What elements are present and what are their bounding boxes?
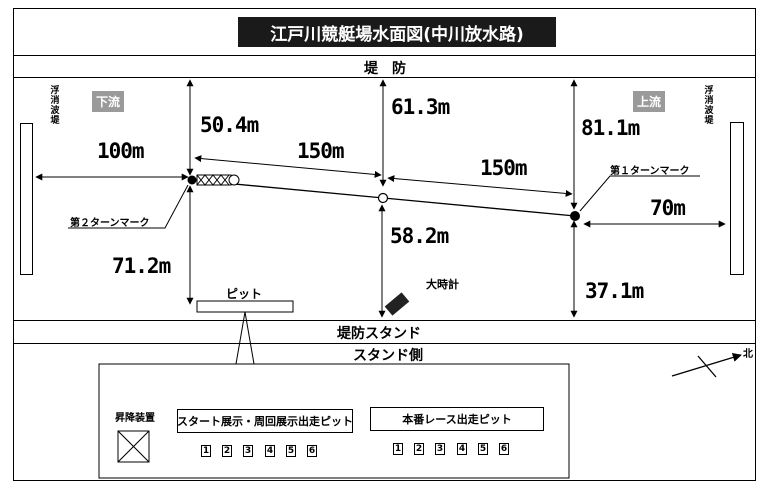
outer-frame bbox=[13, 8, 756, 481]
race-pit-label: 本番レース出走ピット bbox=[370, 407, 544, 431]
pit-label: ピット bbox=[226, 287, 263, 301]
practice-pit-number: 5 bbox=[286, 445, 296, 457]
practice-pit-number: 6 bbox=[307, 445, 317, 457]
buoy-right-bar bbox=[730, 122, 744, 275]
race-pit-number: 5 bbox=[478, 443, 488, 455]
stand-band-label: 堤防スタンド bbox=[337, 326, 421, 342]
buoy-left-label: 浮消波堤 bbox=[50, 86, 60, 126]
distance-mark2-to-embankment: 50.4m bbox=[200, 113, 259, 137]
arrow-mark2-to-center bbox=[194, 155, 382, 178]
buoy-left-bar bbox=[20, 123, 33, 275]
turn-mark-1-label: 第１ターンマーク bbox=[610, 166, 690, 177]
big-clock bbox=[384, 292, 410, 316]
embankment-band bbox=[13, 55, 756, 78]
stand-band bbox=[13, 320, 756, 344]
downstream-tag: 下流 bbox=[92, 91, 125, 112]
distance-center-to-embankment: 61.3m bbox=[391, 95, 450, 119]
stand-side-label: スタンド側 bbox=[353, 348, 423, 364]
embankment-label: 堤 防 bbox=[364, 61, 406, 77]
distance-mark2-to-center: 150m bbox=[297, 139, 345, 163]
distance-mark1-to-stand: 37.1m bbox=[585, 279, 644, 303]
turn-mark-1-leader bbox=[579, 175, 700, 212]
practice-pit-number: 2 bbox=[222, 445, 232, 457]
distance-mark1-to-embankment: 81.1m bbox=[581, 116, 640, 140]
race-pit-number: 1 bbox=[393, 443, 403, 455]
buoy-right-label: 浮消波堤 bbox=[704, 86, 714, 126]
distance-left-to-mark2: 100m bbox=[97, 139, 145, 163]
distance-center-to-stand: 58.2m bbox=[390, 224, 449, 248]
race-pit-number: 2 bbox=[414, 443, 424, 455]
north-label: 北 bbox=[743, 349, 753, 360]
practice-pit-number: 1 bbox=[201, 445, 211, 457]
map-title: 江戸川競艇場水面図(中川放水路) bbox=[238, 17, 556, 47]
turn-mark-1 bbox=[570, 211, 580, 221]
clock-label: 大時計 bbox=[426, 278, 459, 291]
race-pit-number: 4 bbox=[457, 443, 467, 455]
practice-pit-number: 3 bbox=[243, 445, 253, 457]
center-buoy bbox=[377, 192, 389, 204]
race-pit-number: 3 bbox=[435, 443, 445, 455]
practice-pit-label: スタート展示・周回展示出走ピット bbox=[177, 409, 353, 433]
pit-dock bbox=[196, 300, 294, 313]
upstream-tag: 上流 bbox=[633, 91, 666, 112]
turn-mark-2-leader bbox=[68, 184, 189, 229]
lift-label: 昇降装置 bbox=[115, 413, 155, 424]
distance-center-to-mark1: 150m bbox=[480, 156, 528, 180]
arrow-center-to-mark1 bbox=[387, 175, 573, 197]
race-pit-number: 6 bbox=[499, 443, 509, 455]
distance-mark1-to-right: 70m bbox=[650, 196, 686, 220]
practice-pit-number: 4 bbox=[265, 445, 275, 457]
turn-mark-2-label: 第２ターンマーク bbox=[70, 218, 150, 229]
turn-mark-2 bbox=[187, 175, 197, 185]
distance-mark2-to-stand: 71.2m bbox=[112, 254, 171, 278]
